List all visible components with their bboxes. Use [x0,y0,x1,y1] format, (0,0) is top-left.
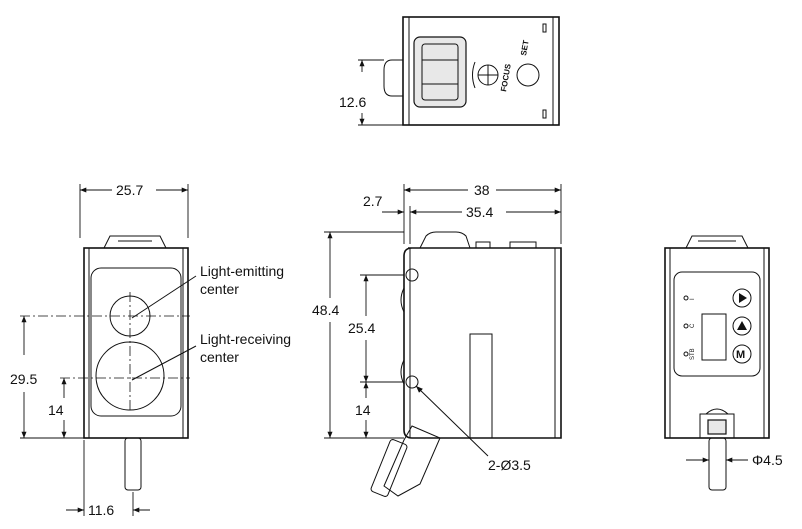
dim-cable-offset: 11.6 [88,502,114,518]
emitting-label-line2: center [200,281,239,297]
set-label: SET [519,39,531,56]
front-view-body [83,247,189,439]
up-arrow-button-icon [732,316,752,336]
dim-side-width: 38 [474,182,490,198]
dim-mount-holes: 2-Ø3.5 [488,457,531,473]
dim-front-total-height: 29.5 [10,371,37,387]
front-lens-window [90,267,182,417]
set-button-icon [516,63,540,87]
side-view: 2-Ø3.5 38 35.4 2.7 48.4 25.4 14 [312,182,562,497]
top-view: FOCUS SET 12.6 [339,16,560,126]
back-top-bracket [685,235,749,249]
mount-hole-lower-icon [405,375,419,389]
front-view: Light-emitting center Light-receiving ce… [10,182,291,518]
top-lens-protrusion [383,59,404,97]
dim-cable-diameter: Φ4.5 [752,452,783,468]
dim-top-height: 12.6 [339,94,366,110]
dim-front-lower-height: 14 [48,402,64,418]
emitting-label-line1: Light-emitting [200,263,284,279]
side-view-body [403,247,562,439]
side-slot [469,333,493,438]
front-top-bracket [103,235,167,249]
dim-side-hole-spacing: 25.4 [348,320,375,336]
front-cable [124,437,142,491]
back-cable [708,437,727,491]
receiving-label-line1: Light-receiving [200,331,291,347]
dim-side-top-offset: 2.7 [363,193,383,209]
right-arrow-button-icon [732,288,752,308]
indicator-label-1: I [690,298,696,300]
indicator-label-2: C [690,323,696,328]
control-panel [673,271,761,377]
dim-side-hole-bottom: 14 [355,402,371,418]
indicator-label-3: STB [690,348,696,360]
mount-hole-upper-icon [405,268,419,282]
receiving-label-line2: center [200,349,239,365]
top-lens-block [413,36,467,108]
dim-side-height: 48.4 [312,302,339,318]
display-screen [701,313,727,361]
dim-side-inner-width: 35.4 [466,204,493,220]
m-button-icon [732,344,752,364]
back-view: I C STB M Φ4.5 [664,235,783,491]
side-top-bracket [419,231,471,249]
side-cable-connector [383,425,441,497]
side-cable [370,439,408,497]
dim-front-width: 25.7 [116,182,143,198]
m-button-label: M [736,349,745,361]
back-view-body [664,247,770,439]
